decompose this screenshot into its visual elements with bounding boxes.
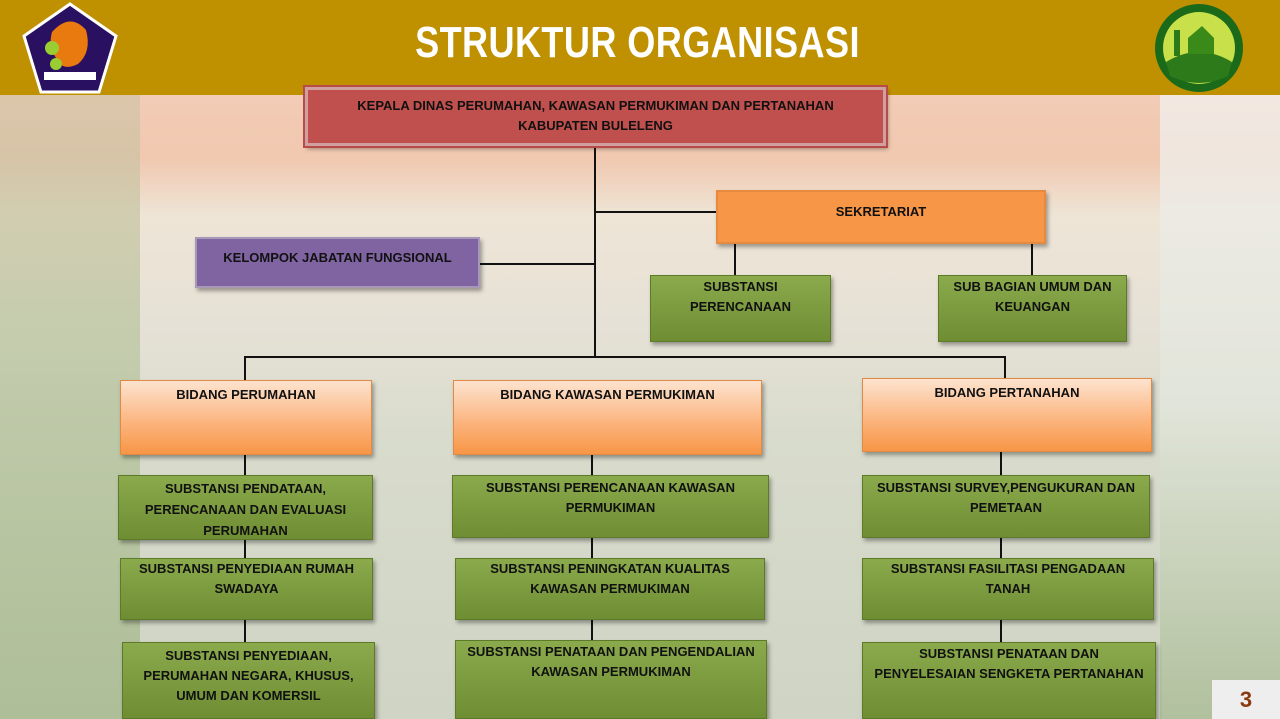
connector-line xyxy=(480,263,595,265)
connector-line xyxy=(1004,356,1006,380)
sekretariat-box: SEKRETARIAT xyxy=(716,190,1046,244)
unit-box: SUBSTANSI PENATAAN DAN PENGENDALIAN KAWA… xyxy=(455,640,767,719)
connector-line xyxy=(591,455,593,642)
background-photo-right xyxy=(1160,95,1280,719)
connector-line xyxy=(244,356,1006,358)
connector-line xyxy=(734,244,736,275)
bidang-pertanahan-box: BIDANG PERTANAHAN xyxy=(862,378,1152,452)
unit-box: SUBSTANSI PENYEDIAAN RUMAH SWADAYA xyxy=(120,558,373,620)
connector-line xyxy=(244,356,246,380)
unit-box: SUBSTANSI FASILITASI PENGADAAN TANAH xyxy=(862,558,1154,620)
unit-box: SUBSTANSI PENATAAN DAN PENYELESAIAN SENG… xyxy=(862,642,1156,719)
bidang-kawasan-permukiman-box: BIDANG KAWASAN PERMUKIMAN xyxy=(453,380,762,455)
page-title: STRUKTUR ORGANISASI xyxy=(415,18,860,67)
unit-box: SUBSTANSI PENYEDIAAN, PERUMAHAN NEGARA, … xyxy=(122,642,375,719)
dinas-logo xyxy=(1155,4,1243,92)
sub-bagian-umum-box: SUB BAGIAN UMUM DAN KEUANGAN xyxy=(938,275,1127,342)
buleleng-logo xyxy=(22,2,118,94)
connector-line xyxy=(1000,452,1002,642)
unit-box: SUBSTANSI PERENCANAAN KAWASAN PERMUKIMAN xyxy=(452,475,769,538)
connector-line xyxy=(1031,244,1033,275)
unit-box: SUBSTANSI PENINGKATAN KUALITAS KAWASAN P… xyxy=(455,558,765,620)
background-photo-left xyxy=(0,95,140,719)
substansi-perencanaan-box: SUBSTANSI PERENCANAAN xyxy=(650,275,831,342)
head-of-agency-box: KEPALA DINAS PERUMAHAN, KAWASAN PERMUKIM… xyxy=(303,85,888,148)
bidang-perumahan-box: BIDANG PERUMAHAN xyxy=(120,380,372,455)
functional-group-box: KELOMPOK JABATAN FUNGSIONAL xyxy=(195,237,480,288)
page-number: 3 xyxy=(1212,680,1280,719)
unit-box: SUBSTANSI SURVEY,PENGUKURAN DAN PEMETAAN xyxy=(862,475,1150,538)
connector-line xyxy=(594,146,596,358)
connector-line xyxy=(595,211,716,213)
connector-line xyxy=(244,455,246,642)
unit-box: SUBSTANSI PENDATAAN, PERENCANAAN DAN EVA… xyxy=(118,475,373,540)
header-bar: STRUKTUR ORGANISASI xyxy=(0,0,1280,95)
